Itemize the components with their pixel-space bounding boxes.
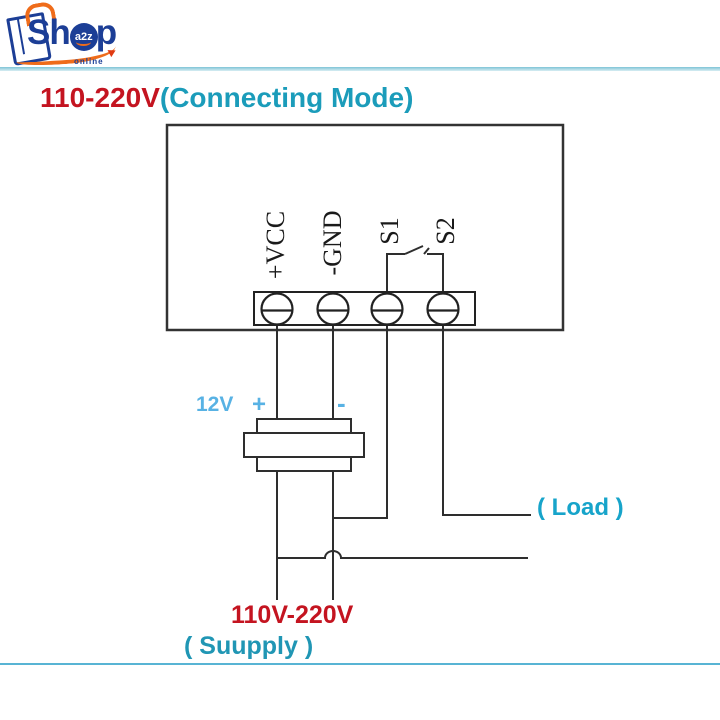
- relay-switch-contact-tick: [423, 247, 430, 255]
- adapter-middle-section: [243, 432, 365, 458]
- title-voltage-range: 110-220V: [40, 82, 160, 113]
- terminal-label-vcc: +VCC: [261, 210, 290, 280]
- load-label: ( Load ): [537, 494, 624, 521]
- wire-s1-to-supply: [333, 325, 388, 519]
- brand-badge: a2z: [69, 23, 98, 51]
- screw-terminals: [260, 292, 460, 326]
- relay-switch-right-lead: [427, 253, 444, 293]
- supply-caption-label: ( Suupply ): [184, 632, 314, 660]
- supply-voltage-label: 110V-220V: [231, 601, 354, 629]
- brand-text-prefix: Sh: [27, 13, 71, 52]
- dc-voltage-label: 12V: [196, 393, 234, 416]
- terminal-screw-gnd: [316, 292, 350, 326]
- title-mode: (Connecting Mode): [159, 82, 414, 113]
- terminal-screw-s1: [370, 292, 404, 326]
- dc-plus-label: +: [252, 391, 267, 418]
- adapter-top-section: [256, 418, 352, 434]
- relay-switch-left-lead: [386, 253, 405, 293]
- terminal-screw-s2: [426, 292, 460, 326]
- terminal-label-s1: S1: [375, 217, 404, 245]
- wire-s2-to-load: [442, 325, 531, 516]
- terminal-label-gnd: -GND: [318, 210, 347, 276]
- relay-switch-symbol: [386, 245, 444, 293]
- badge-smile-icon: [75, 38, 91, 46]
- brand-wordmark: Sh a2z p: [27, 13, 117, 52]
- terminal-label-s2: S2: [431, 217, 460, 245]
- top-border-band: [0, 67, 720, 71]
- page-title: 110-220V(Connecting Mode): [40, 82, 413, 114]
- bottom-border-band: [0, 663, 720, 665]
- wire-load-return-with-hop: [277, 550, 528, 559]
- dc-adapter-block: [243, 418, 365, 472]
- controller-outline: [165, 123, 565, 332]
- relay-switch-blade: [404, 245, 424, 255]
- dc-minus-label: -: [337, 388, 346, 418]
- brand-text-suffix: p: [95, 13, 117, 52]
- brand-tagline: online: [74, 57, 104, 66]
- adapter-bottom-section: [256, 456, 352, 472]
- terminal-screw-vcc: [260, 292, 294, 326]
- brand-logo: Sh a2z p online: [4, 0, 134, 68]
